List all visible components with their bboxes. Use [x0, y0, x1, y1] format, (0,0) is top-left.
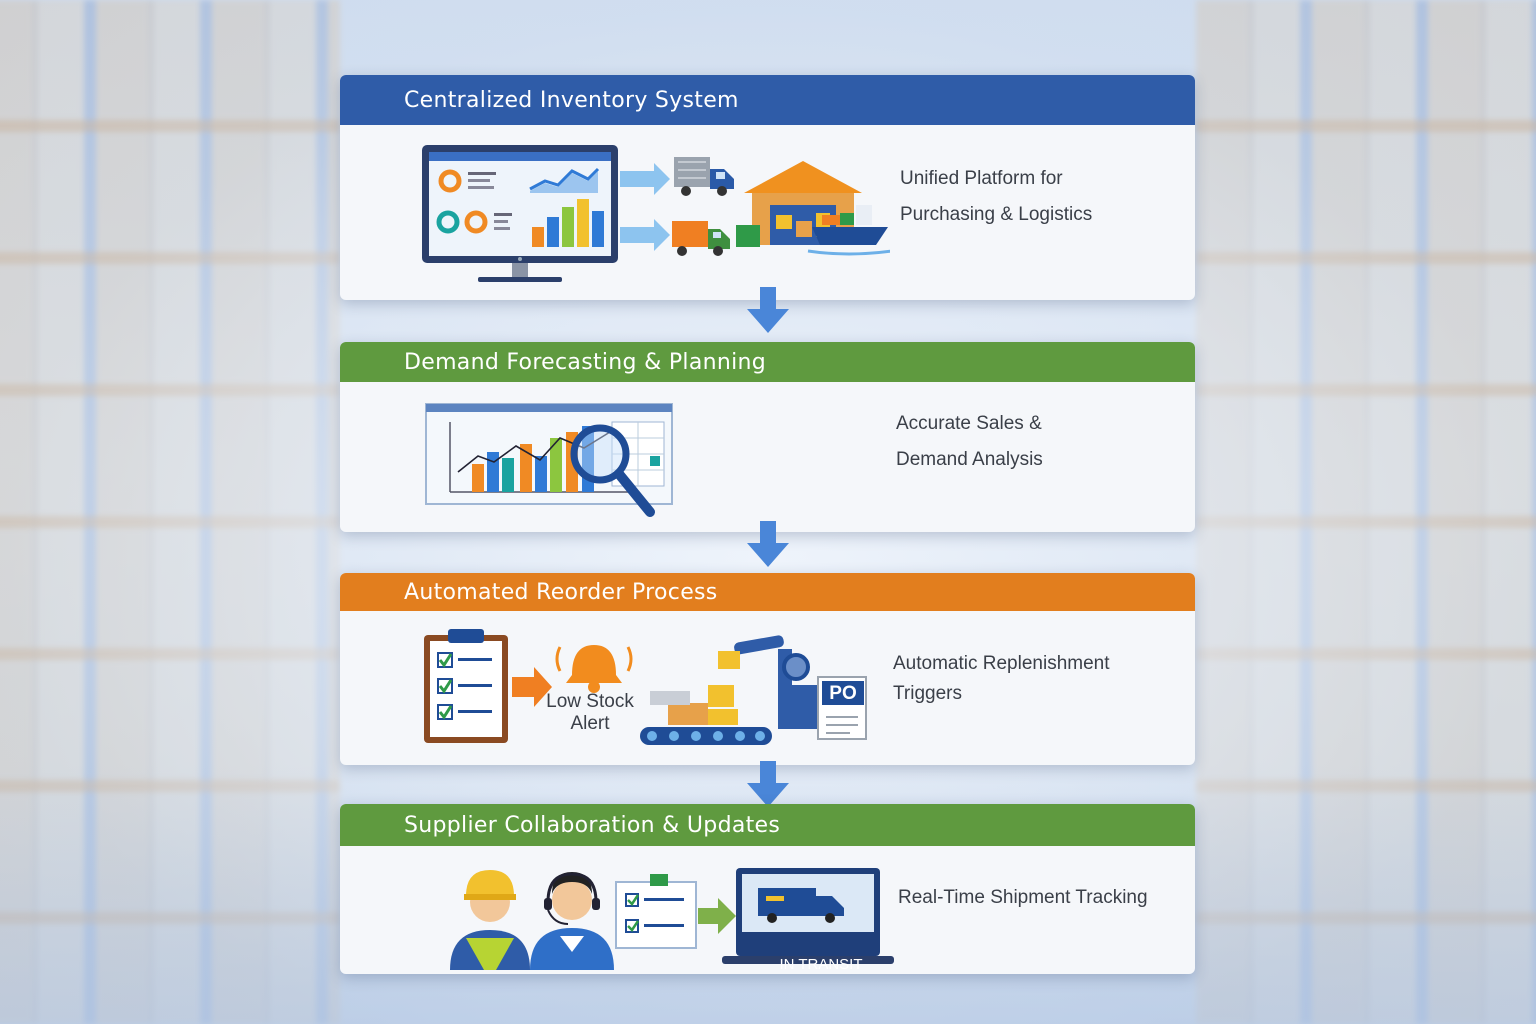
bar-chart-icon [425, 403, 673, 505]
support-agent-icon [530, 872, 614, 970]
ship-icon [807, 205, 890, 256]
in-transit-label: IN TRANSIT [779, 956, 863, 973]
alarm-bell-icon [555, 645, 633, 693]
supplier-illustration [450, 868, 894, 970]
laptop-truck-icon [722, 868, 894, 964]
step-description: Unified Platform for Purchasing & Logist… [900, 168, 1093, 225]
step-card-demand-forecasting: Demand Forecasting & Planning [340, 342, 1195, 532]
arrow-right-icon [620, 163, 670, 251]
inventory-illustration [422, 145, 890, 282]
step-title: Supplier Collaboration & Updates [404, 812, 781, 838]
step-card-supplier-collaboration: Supplier Collaboration & Updates [340, 804, 1195, 974]
step-header: Automated Reorder Process [340, 573, 1195, 611]
step-description: Real-Time Shipment Tracking [898, 887, 1148, 908]
checklist-clipboard-icon [424, 629, 508, 743]
step-description: Automatic Replenishment Triggers [893, 653, 1110, 704]
step-header: Demand Forecasting & Planning [340, 342, 1195, 382]
low-stock-alert-label: Low Stock Alert [546, 691, 634, 734]
purchase-order-icon [817, 676, 867, 740]
robotic-arm-conveyor-icon [640, 635, 818, 745]
step-description: Accurate Sales & Demand Analysis [896, 413, 1043, 470]
dashboard-monitor-icon [422, 145, 618, 282]
forecast-illustration [425, 403, 673, 517]
reorder-illustration [424, 629, 867, 745]
arrow-right-icon [512, 667, 552, 707]
step-header: Centralized Inventory System [340, 75, 1195, 125]
truck-icon [672, 221, 730, 256]
flow-arrow-down-icon [747, 521, 789, 567]
truck-icon [674, 157, 734, 196]
arrow-right-icon [698, 898, 736, 934]
flow-arrow-down-icon [747, 761, 789, 807]
magnifier-icon [570, 424, 655, 517]
step-title: Demand Forecasting & Planning [404, 349, 767, 375]
flow-arrow-down-icon [747, 287, 789, 333]
step-title: Automated Reorder Process [404, 579, 718, 605]
step-card-centralized-inventory: Centralized Inventory System [340, 75, 1195, 300]
worker-icon [450, 870, 530, 970]
checklist-clipboard-icon [615, 874, 697, 949]
step-title: Centralized Inventory System [404, 87, 739, 113]
step-header: Supplier Collaboration & Updates [340, 804, 1195, 846]
step-card-automated-reorder: Automated Reorder Process [340, 573, 1195, 765]
purchase-order-label: PO [829, 683, 857, 704]
